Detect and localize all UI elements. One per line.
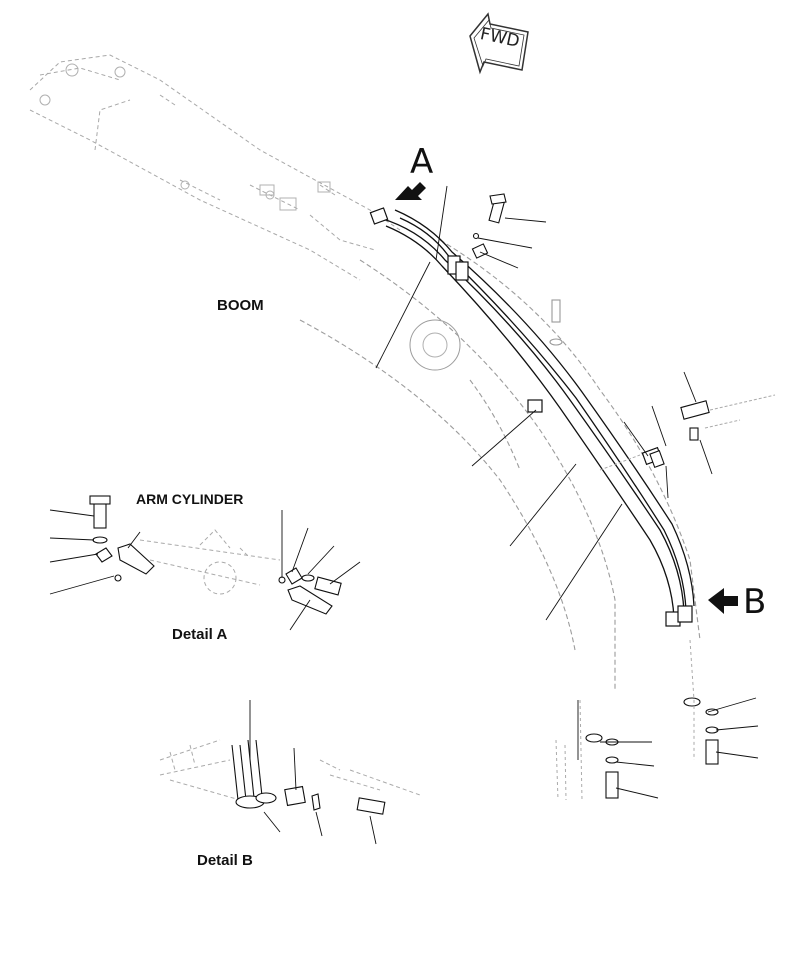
detail-a-drawing xyxy=(49,495,361,631)
fwd-arrow-icon xyxy=(469,12,529,75)
arrow-a-icon xyxy=(395,182,426,200)
leader-lines xyxy=(375,185,759,799)
boom-outline xyxy=(29,54,401,281)
detail-b-label: Detail B xyxy=(197,852,253,869)
callout-b-label: B xyxy=(743,582,767,622)
bolt-icon xyxy=(471,193,563,346)
hydraulic-pipes xyxy=(379,209,695,619)
arm-cylinder-label: ARM CYLINDER xyxy=(136,491,244,507)
arrow-b-icon xyxy=(708,588,738,614)
callout-a-label: A xyxy=(410,142,434,182)
detail-b-drawing xyxy=(159,700,421,845)
boom-label: BOOM xyxy=(217,297,264,314)
boom-body xyxy=(299,239,701,690)
detail-a-label: Detail A xyxy=(172,626,228,643)
